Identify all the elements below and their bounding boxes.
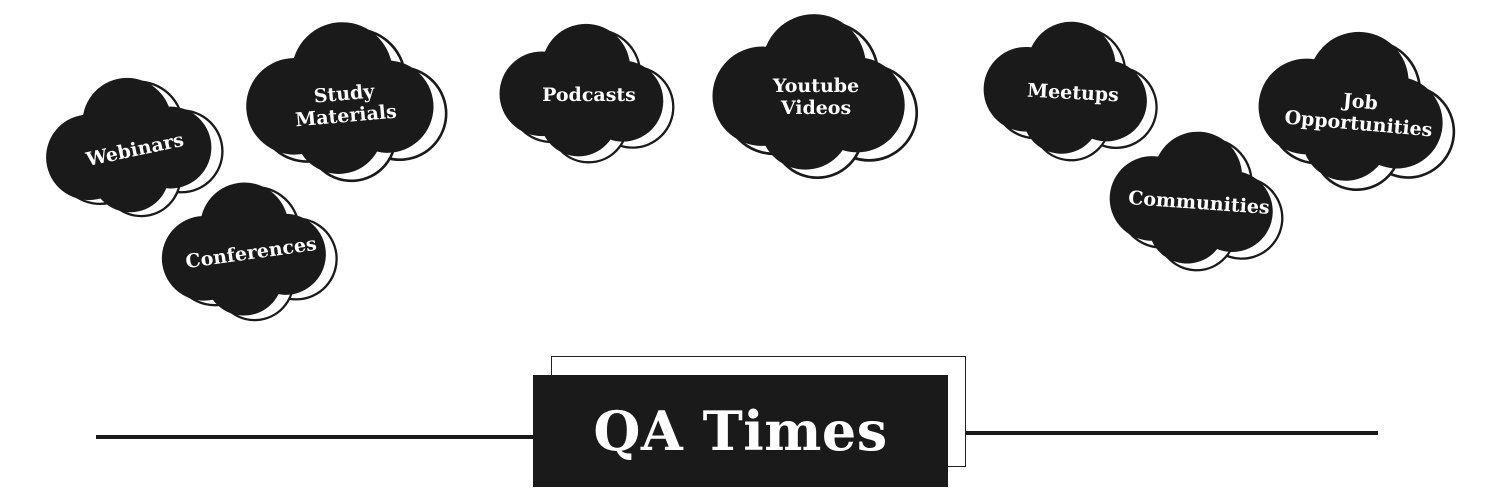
banner-rule-left — [96, 435, 536, 439]
banner-rule-right — [946, 431, 1378, 435]
cloud-conferences: Conferences — [147, 167, 355, 337]
banner-title-box: QA Times — [533, 375, 948, 487]
cloud-podcasts: Podcasts — [494, 22, 684, 167]
cloud-label-youtube-videos: Youtube Videos — [772, 75, 860, 119]
banner-title: QA Times — [593, 399, 888, 463]
cloud-label-podcasts: Podcasts — [542, 83, 636, 106]
cloud-job-opportunities: Job Opportunities — [1245, 21, 1474, 204]
cloud-youtube-videos: Youtube Videos — [706, 12, 926, 182]
cloud-study-materials: Study Materials — [233, 11, 457, 199]
